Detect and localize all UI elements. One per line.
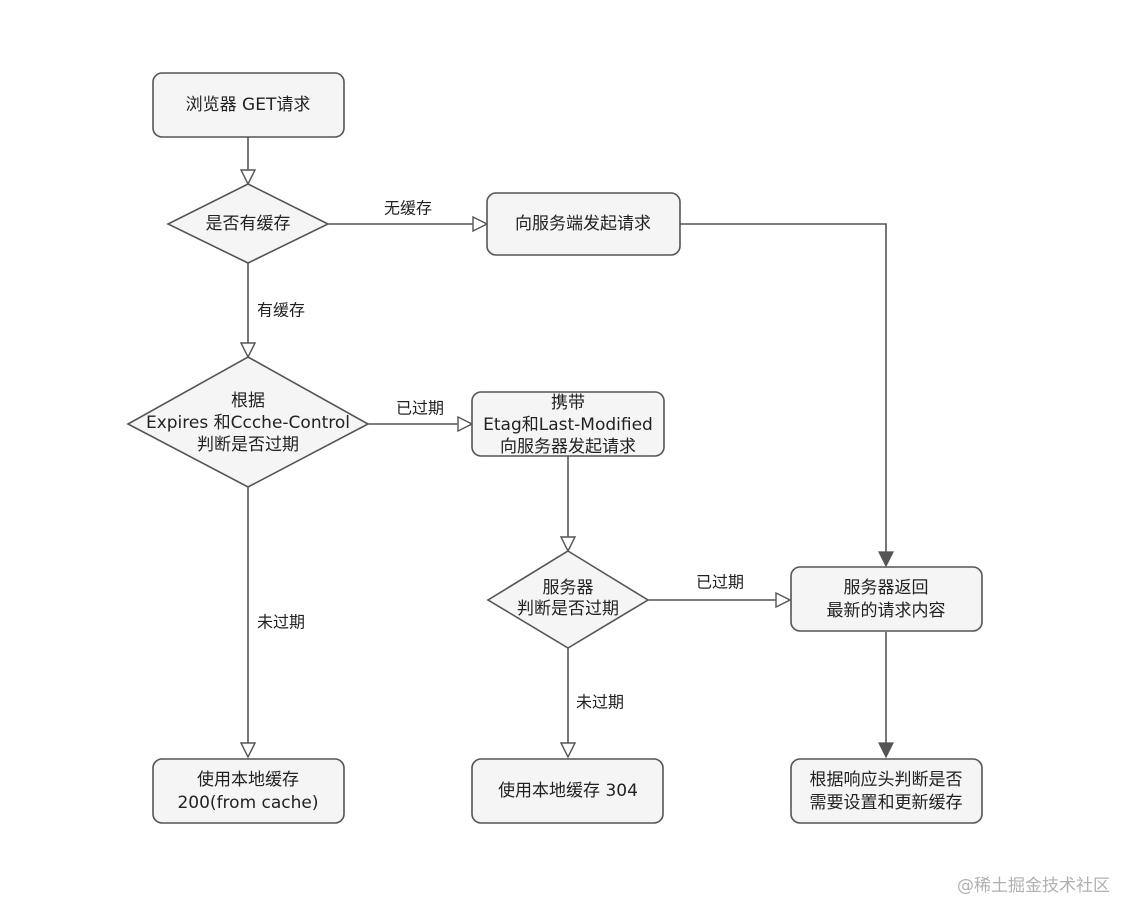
- arrow-head: [775, 591, 792, 609]
- arrow-head: [878, 742, 894, 759]
- node-label: 最新的请求内容: [827, 601, 946, 621]
- arrow-head: [472, 215, 489, 233]
- node-label: 需要设置和更新缓存: [810, 793, 963, 813]
- node-update-cache: 根据响应头判断是否 需要设置和更新缓存: [790, 758, 983, 824]
- node-label: 向服务端发起请求: [515, 214, 651, 234]
- edge-send-to-server-return: [680, 223, 887, 552]
- node-label: 使用本地缓存 304: [498, 780, 638, 801]
- node-local-cache-304: 使用本地缓存 304: [471, 758, 664, 824]
- node-label: 服务器返回: [844, 578, 929, 598]
- node-label: 携带: [551, 393, 585, 413]
- node-label: 服务器: [543, 578, 594, 598]
- watermark-text: @稀土掘金技术社区: [957, 876, 1110, 896]
- node-local-cache-200: 使用本地缓存 200(from cache): [152, 758, 345, 824]
- edge-label-no-cache: 无缓存: [384, 199, 432, 218]
- arrow-head: [559, 536, 577, 553]
- node-server-return: 服务器返回 最新的请求内容: [790, 566, 983, 632]
- node-check-expires: 根据 Expires 和Ccche-Control 判断是否过期: [126, 356, 370, 488]
- node-label: 200(from cache): [177, 793, 318, 813]
- node-browser-request: 浏览器 GET请求: [152, 72, 345, 138]
- arrow-head: [239, 169, 257, 186]
- node-label: 判断是否过期: [197, 435, 299, 455]
- node-label: 向服务器发起请求: [500, 437, 636, 457]
- arrow-head: [239, 342, 257, 359]
- arrow-head: [239, 742, 257, 759]
- node-label: Expires 和Ccche-Control: [146, 413, 350, 433]
- edge-label-has-cache: 有缓存: [257, 301, 305, 320]
- node-etag-request: 携带 Etag和Last-Modified 向服务器发起请求: [471, 391, 665, 457]
- node-server-check: 服务器 判断是否过期: [486, 550, 650, 649]
- edge-label-expired-1: 已过期: [396, 399, 444, 418]
- node-label: 使用本地缓存: [197, 769, 299, 790]
- node-label: 判断是否过期: [517, 599, 619, 619]
- node-label: Etag和Last-Modified: [483, 415, 653, 435]
- node-label: 根据: [231, 391, 265, 411]
- arrow-head: [559, 742, 577, 759]
- arrow-head: [878, 551, 894, 568]
- arrow-head: [457, 415, 474, 433]
- node-label: 浏览器 GET请求: [186, 95, 311, 115]
- edge-label-not-expired-1: 未过期: [257, 613, 305, 632]
- edge-label-expired-2: 已过期: [696, 573, 744, 592]
- edge-label-not-expired-2: 未过期: [576, 693, 624, 712]
- node-label: 根据响应头判断是否: [810, 770, 963, 790]
- node-send-request: 向服务端发起请求: [486, 192, 681, 256]
- node-label: 是否有缓存: [206, 214, 291, 234]
- node-has-cache: 是否有缓存: [166, 183, 330, 264]
